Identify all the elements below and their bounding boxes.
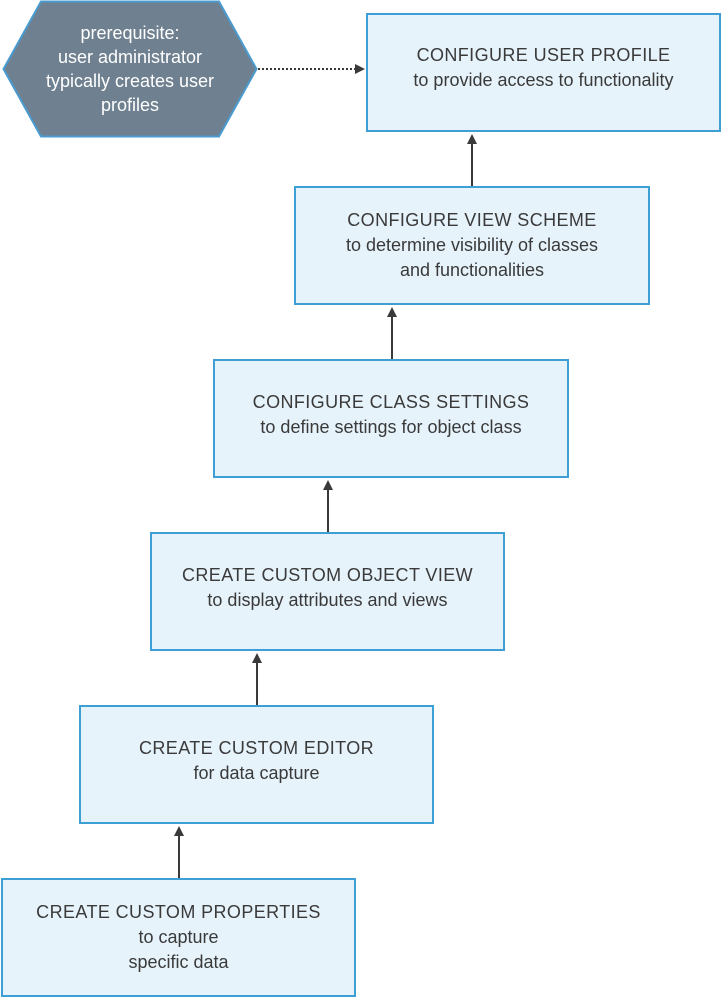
step-configure-user-profile: CONFIGURE USER PROFILE to provide access… bbox=[366, 13, 721, 132]
step-subtitle: to display attributes and views bbox=[207, 590, 448, 610]
step-title: CONFIGURE USER PROFILE bbox=[416, 44, 671, 65]
step-subtitle: to define settings for object class bbox=[260, 417, 522, 437]
step-title: CONFIGURE CLASS SETTINGS bbox=[252, 392, 530, 412]
step-create-custom-object-view: CREATE CUSTOM OBJECT VIEW to display att… bbox=[150, 532, 505, 651]
step-subtitle: to provide access to functionality bbox=[413, 69, 674, 90]
prerequisite-hexagon: prerequisite: user administrator typical… bbox=[2, 0, 258, 138]
step-subtitle: to capture specific data bbox=[128, 927, 229, 972]
step-create-custom-editor: CREATE CUSTOM EDITOR for data capture bbox=[79, 705, 434, 824]
hexagon-shape bbox=[2, 0, 258, 138]
step-subtitle: for data capture bbox=[193, 763, 320, 783]
step-title: CREATE CUSTOM EDITOR bbox=[138, 738, 375, 758]
step-create-custom-properties: CREATE CUSTOM PROPERTIES to capture spec… bbox=[1, 878, 356, 997]
step-configure-class-settings: CONFIGURE CLASS SETTINGS to define setti… bbox=[213, 359, 569, 478]
prerequisite-text: prerequisite: user administrator typical… bbox=[45, 23, 215, 115]
step-subtitle: to determine visibility of classes and f… bbox=[345, 235, 599, 280]
step-title: CONFIGURE VIEW SCHEME bbox=[347, 210, 597, 230]
step-title: CREATE CUSTOM OBJECT VIEW bbox=[181, 565, 474, 585]
step-title: CREATE CUSTOM PROPERTIES bbox=[36, 902, 321, 922]
step-configure-view-scheme: CONFIGURE VIEW SCHEME to determine visib… bbox=[294, 186, 650, 305]
